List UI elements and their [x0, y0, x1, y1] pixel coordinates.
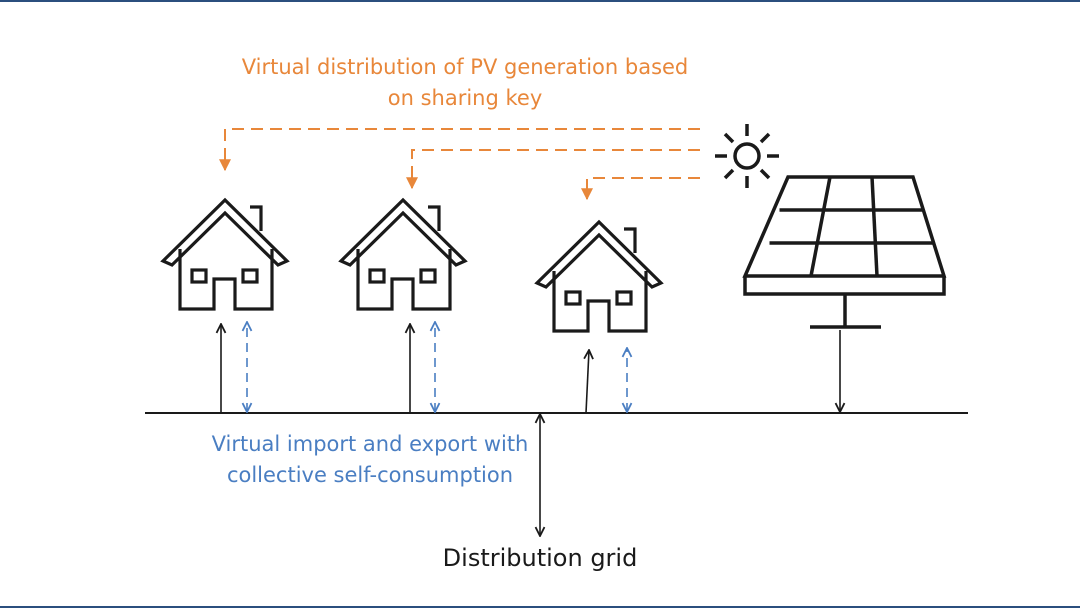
sun-icon [715, 124, 779, 188]
distribution-grid-label: Distribution grid [442, 544, 638, 572]
pv-distribution-arrow-3 [581, 177, 700, 201]
pv-distribution-label-line-2: on sharing key [387, 86, 543, 110]
collective-label-line-1: Virtual import and export with [211, 432, 529, 456]
collective-label-line-2: collective self-consumption [226, 463, 514, 487]
pv-distribution-arrow-2 [406, 149, 700, 190]
virtual-flow-arrows [247, 322, 627, 412]
pv-distribution-label-line-1: Virtual distribution of PV generation ba… [241, 55, 689, 79]
collective-self-consumption-label: Virtual import and export with collectiv… [150, 429, 590, 491]
house-icon [338, 197, 468, 311]
house-icon [534, 219, 664, 333]
physical-flow-arrows [221, 324, 840, 536]
solar-panel-icon [742, 175, 947, 329]
import-arrow-house-3 [586, 350, 589, 414]
pv-distribution-label: Virtual distribution of PV generation ba… [190, 52, 740, 114]
house-icon [160, 197, 290, 311]
pv-distribution-arrow-1 [219, 128, 700, 172]
pv-distribution-arrows [219, 128, 700, 201]
